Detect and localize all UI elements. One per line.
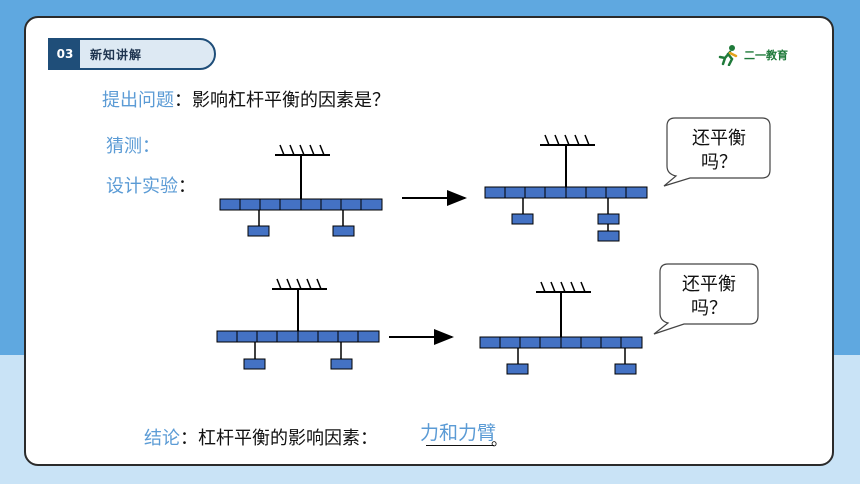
logo: 二一教育 (716, 44, 788, 66)
bubble-1-line1: 还平衡 (692, 128, 746, 149)
design-label: 设计实验 (106, 176, 178, 197)
conclusion-text: 杠杆平衡的影响因素： (198, 428, 378, 449)
design-line: 设计实验： (106, 172, 196, 198)
logo-text: 二一教育 (744, 49, 788, 62)
question-line: 提出问题：影响杠杆平衡的因素是？ (102, 86, 390, 112)
conclusion-period: 。 (491, 430, 508, 449)
question-colon: ： (174, 90, 192, 111)
question-label: 提出问题 (102, 90, 174, 111)
lever-4 (479, 281, 643, 375)
bubble-2-line2: 吗？ (691, 298, 727, 319)
lever-1 (219, 144, 383, 237)
design-colon: ： (178, 176, 196, 197)
conclusion-colon: ： (180, 428, 198, 449)
conclusion-label: 结论 (144, 428, 180, 449)
lever-2 (484, 134, 648, 242)
speech-bubble-2 (653, 263, 759, 335)
answer-underline (426, 445, 494, 446)
bubble-2-line1: 还平衡 (682, 274, 736, 295)
section-title: 新知讲解 (90, 47, 143, 62)
conclusion-answer: 力和力臂 (420, 422, 497, 444)
section-number: 03 (50, 40, 80, 68)
speech-bubble-1 (663, 117, 771, 187)
bubble-1-line2: 吗？ (701, 152, 737, 173)
conclusion-line: 结论：杠杆平衡的影响因素： (144, 424, 378, 450)
content-card (24, 16, 834, 466)
section-badge: 03 新知讲解 (48, 38, 216, 70)
runner-icon (718, 45, 738, 66)
guess-label: 猜测： (106, 136, 160, 157)
question-text: 影响杠杆平衡的因素是？ (192, 90, 390, 111)
lever-3 (216, 278, 380, 370)
